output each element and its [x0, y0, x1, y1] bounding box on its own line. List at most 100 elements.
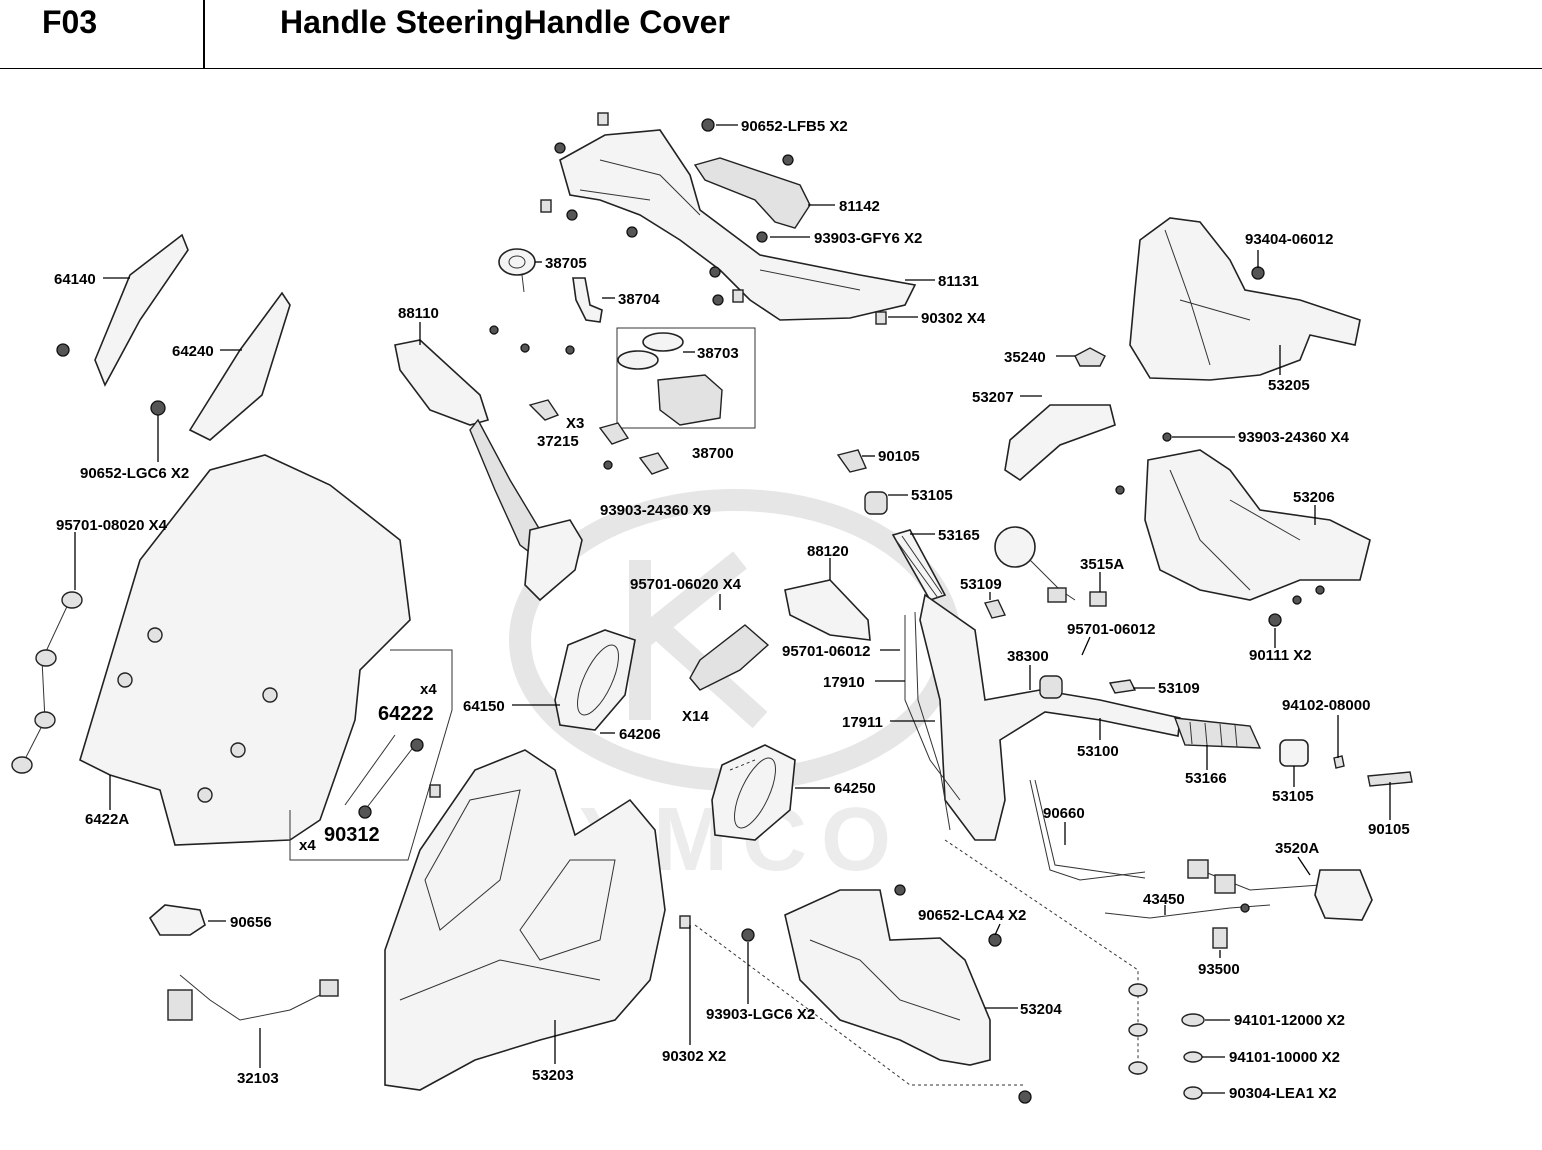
- label-53109-a: 53109: [960, 576, 1002, 593]
- label-53100: 53100: [1077, 743, 1119, 760]
- label-53166: 53166: [1185, 770, 1227, 787]
- label-35240: 35240: [1004, 349, 1046, 366]
- rear-handle-cover-53206: [1115, 432, 1371, 627]
- label-90312: 90312: [324, 824, 380, 846]
- label-93903-24360-x9: 93903-24360 X9: [600, 502, 711, 519]
- label-17910: 17910: [823, 674, 865, 691]
- part-labels: 90652-LFB5 X2 81142 93903-GFY6 X2 81131 …: [54, 118, 1410, 1102]
- mirror-mount-64150: [554, 629, 636, 731]
- label-90111: 90111 X2: [1249, 647, 1312, 664]
- label-64206: 64206: [619, 726, 661, 743]
- washers-stack: [944, 839, 1205, 1100]
- top-fasteners: [540, 112, 887, 325]
- label-53204: 53204: [1020, 1001, 1062, 1018]
- cover-53207: [1004, 404, 1116, 482]
- label-81131: 81131: [938, 273, 979, 290]
- label-90660: 90660: [1043, 805, 1085, 822]
- label-64250: 64250: [834, 780, 876, 797]
- handlebar-53100: [919, 593, 1181, 841]
- label-17911: 17911: [842, 714, 883, 731]
- bracket-38704: [572, 277, 603, 323]
- cables-90660-43450: [1029, 779, 1271, 919]
- label-38300: 38300: [1007, 648, 1049, 665]
- mirror-mount-64250: [711, 744, 796, 841]
- smart-key-box: [616, 327, 756, 429]
- label-32103: 32103: [237, 1070, 279, 1087]
- label-81142: 81142: [839, 198, 880, 215]
- label-53165: 53165: [938, 527, 980, 544]
- label-64150: 64150: [463, 698, 505, 715]
- trim-81142: [693, 157, 811, 229]
- label-90652-lca4: 90652-LCA4 X2: [918, 907, 1026, 924]
- label-90105-b: 90105: [1368, 821, 1410, 838]
- label-3515a: 3515A: [1080, 556, 1124, 573]
- label-90302-x2: 90302 X2: [662, 1048, 726, 1065]
- left-throttle-parts: [836, 449, 947, 601]
- label-53207: 53207: [972, 389, 1014, 406]
- label-64222-x4: x4: [420, 681, 437, 698]
- clips-37215: [489, 325, 670, 475]
- label-93903-24360-x4: 93903-24360 X4: [1238, 429, 1350, 446]
- label-3520a: 3520A: [1275, 840, 1319, 857]
- label-95701-06020: 95701-06020 X4: [630, 576, 742, 593]
- label-93500: 93500: [1198, 961, 1240, 978]
- label-37215-x3: X3: [566, 415, 584, 432]
- label-88110: 88110: [398, 305, 439, 322]
- bolt-93404: [1251, 266, 1265, 280]
- diagram-title: Handle SteeringHandle Cover: [280, 4, 730, 40]
- front-cover-53203: [384, 749, 666, 1091]
- diagram-code: F03: [42, 4, 98, 40]
- leader-lines: [74, 124, 1391, 1094]
- cables-17910-17911: [904, 611, 961, 831]
- rear-cover-53204: [429, 784, 1032, 1104]
- label-38704: 38704: [618, 291, 660, 308]
- label-43450: 43450: [1143, 891, 1185, 908]
- label-90652-lfb5: 90652-LFB5 X2: [741, 118, 848, 135]
- label-95701-06012-a: 95701-06012: [1067, 621, 1155, 638]
- label-53105-a: 53105: [911, 487, 953, 504]
- side-covers-64140-64240: [56, 233, 291, 441]
- label-38703: 38703: [697, 345, 739, 362]
- strap-90656: [148, 904, 206, 936]
- label-94101-12000: 94101-12000 X2: [1234, 1012, 1345, 1029]
- label-38705: 38705: [545, 255, 587, 272]
- spacers-95701-08020: [11, 591, 83, 774]
- label-95701-06012-b: 95701-06012: [782, 643, 870, 660]
- label-37215: 37215: [537, 433, 579, 450]
- label-x14: X14: [682, 708, 709, 725]
- switch-3520a: [1187, 859, 1373, 949]
- switch-3515a: [994, 526, 1107, 607]
- label-53105-b: 53105: [1272, 788, 1314, 805]
- label-90302-x4: 90302 X4: [921, 310, 986, 327]
- label-94101-10000: 94101-10000 X2: [1229, 1049, 1340, 1066]
- grip-53166: [1173, 717, 1413, 787]
- windshield-6422a: [79, 454, 411, 846]
- handle-cover-53205: [1129, 217, 1361, 381]
- label-88120: 88120: [807, 543, 849, 560]
- grommet-35240: [1074, 347, 1106, 367]
- label-93903-lgc6: 93903-LGC6 X2: [706, 1006, 815, 1023]
- mirror-left-88110: [394, 339, 583, 602]
- clamp-53109-a: [983, 599, 1007, 619]
- label-90312-x4: x4: [299, 837, 316, 854]
- label-64240: 64240: [172, 343, 214, 360]
- label-64222: 64222: [378, 703, 434, 725]
- label-93404-06012: 93404-06012: [1245, 231, 1333, 248]
- label-53203: 53203: [532, 1067, 574, 1084]
- key-ring-38705: [498, 248, 536, 293]
- label-53206: 53206: [1293, 489, 1335, 506]
- label-95701-08020: 95701-08020 X4: [56, 517, 168, 534]
- label-6422a: 6422A: [85, 811, 129, 828]
- header-bar: F03 Handle SteeringHandle Cover: [0, 0, 1542, 69]
- label-93903-gfy6: 93903-GFY6 X2: [814, 230, 922, 247]
- clamp-53109-b: [1108, 679, 1137, 694]
- label-94102-08000: 94102-08000: [1282, 697, 1370, 714]
- label-64140: 64140: [54, 271, 96, 288]
- label-90656: 90656: [230, 914, 272, 931]
- label-90652-lgc6: 90652-LGC6 X2: [80, 465, 189, 482]
- label-90304-lea1: 90304-LEA1 X2: [1229, 1085, 1337, 1102]
- label-53205: 53205: [1268, 377, 1310, 394]
- label-53109-b: 53109: [1158, 680, 1200, 697]
- label-38700: 38700: [692, 445, 734, 462]
